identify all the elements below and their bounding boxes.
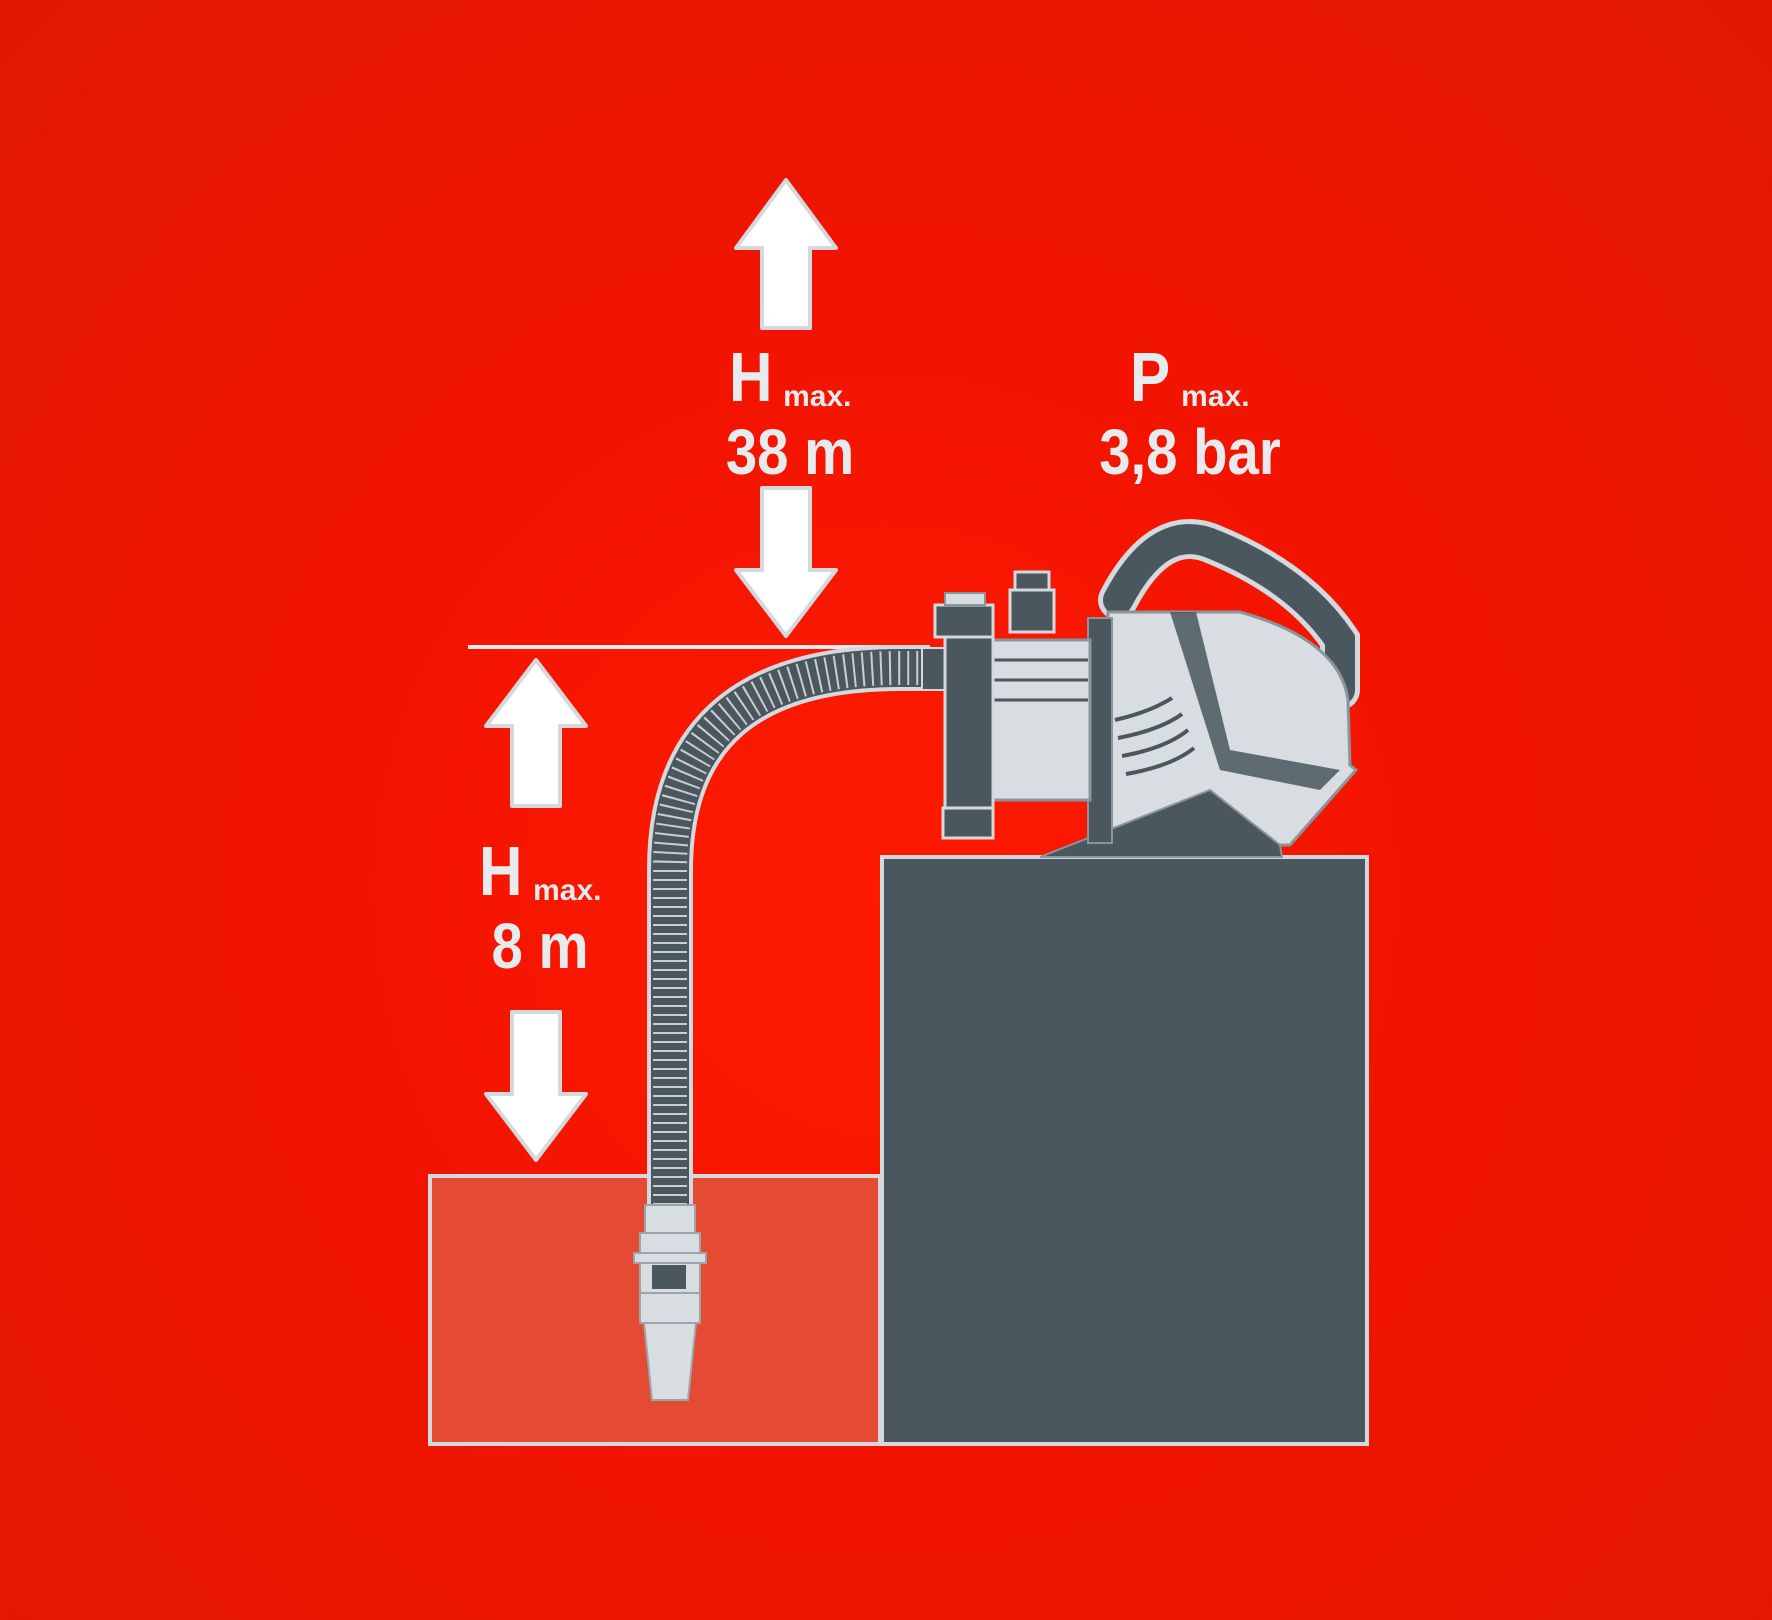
foot-valve-icon [633, 1204, 707, 1401]
delivery-head-label: H max. 38 m [670, 342, 910, 484]
arrow-up-icon [734, 178, 838, 330]
suction-head-label: H max. 8 m [420, 836, 660, 978]
suction-head-symbol: H [478, 832, 522, 910]
arrow-up-icon [484, 658, 588, 808]
pressure-value: 3,8 bar [1099, 416, 1281, 488]
pressure-qualifier: max. [1181, 380, 1250, 413]
delivery-head-symbol: H [728, 338, 772, 416]
pressure-symbol: P [1130, 338, 1171, 416]
pressure-label: P max. 3,8 bar [1060, 342, 1320, 484]
pump-stand [880, 855, 1369, 1446]
arrow-down-icon [734, 486, 838, 638]
garden-pump-icon [921, 519, 1360, 858]
delivery-head-qualifier: max. [783, 380, 852, 413]
suction-head-value: 8 m [491, 910, 589, 982]
delivery-head-arrows [734, 178, 838, 638]
suction-head-arrows [484, 658, 588, 1162]
arrow-down-icon [484, 1010, 588, 1162]
delivery-head-value: 38 m [725, 416, 855, 488]
suction-head-qualifier: max. [533, 874, 602, 907]
